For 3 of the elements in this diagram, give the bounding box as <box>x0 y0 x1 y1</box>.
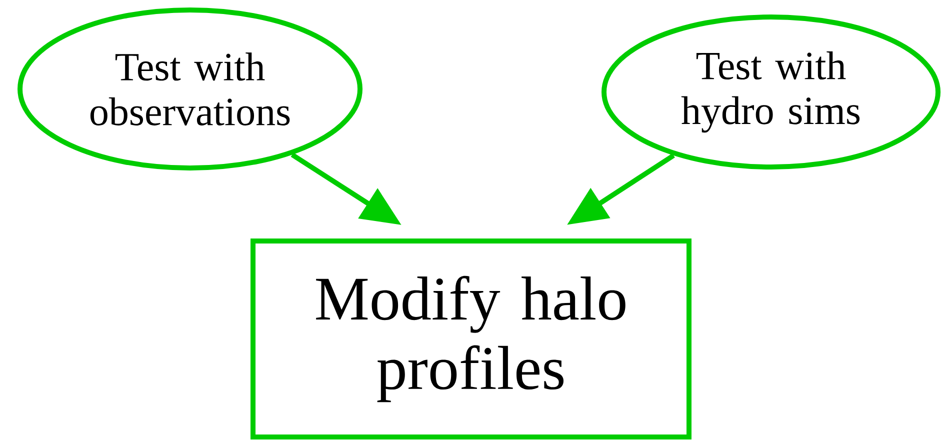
process-box: Modify halo profiles <box>250 238 692 440</box>
ellipse-node: Test with observations <box>18 8 362 170</box>
ellipse-node: Test with hydro sims <box>602 14 940 170</box>
